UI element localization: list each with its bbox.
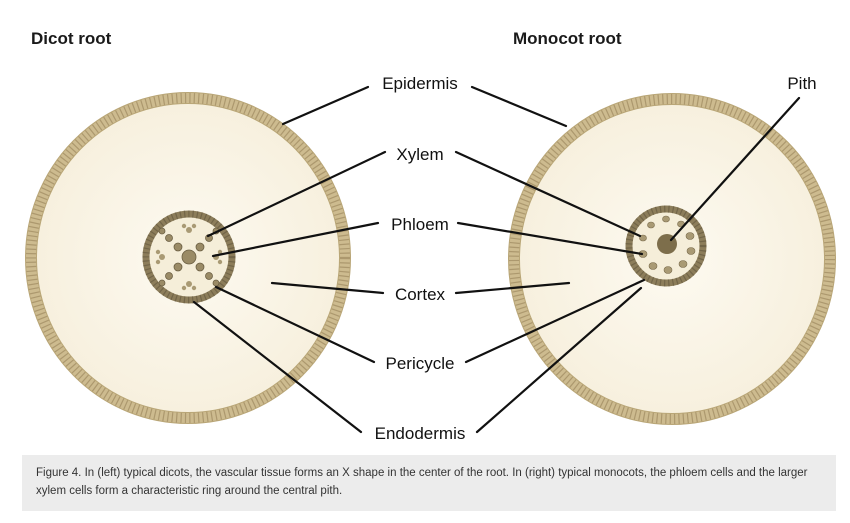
phloem-leader-left	[211, 221, 380, 258]
epidermis-leader-right	[470, 85, 568, 128]
endodermis-leader-left	[192, 300, 363, 434]
figure-caption: Figure 4. In (left) typical dicots, the …	[22, 455, 836, 511]
pericycle-leader-left	[214, 285, 376, 364]
label-pericycle: Pericycle	[386, 354, 455, 373]
monocot-stele	[625, 205, 707, 287]
monocot-xylem-phloem-ring	[638, 215, 696, 274]
label-cortex: Cortex	[395, 285, 446, 304]
pith-leader	[669, 96, 801, 242]
monocot-root	[508, 93, 836, 425]
label-epidermis: Epidermis	[382, 74, 458, 93]
xylem-leader-right	[454, 150, 642, 238]
label-xylem: Xylem	[396, 145, 443, 164]
dicot-phloem	[155, 223, 223, 291]
phloem-leader-right	[456, 221, 644, 256]
cortex-leader-left	[270, 281, 385, 295]
cortex-leader-right	[454, 281, 571, 295]
monocot-root-title: Monocot root	[513, 29, 622, 48]
endodermis-leader-right	[475, 286, 643, 434]
dicot-root	[25, 92, 351, 424]
epidermis-leader-left	[281, 85, 370, 126]
root-cross-section-diagram: Epidermis Xylem Phloem Cortex Pericycle …	[25, 74, 836, 443]
leader-lines	[192, 85, 801, 434]
dicot-stele	[142, 210, 236, 304]
label-endodermis: Endodermis	[375, 424, 466, 443]
dicot-root-title: Dicot root	[31, 29, 112, 48]
dicot-xylem-x	[158, 227, 220, 287]
pericycle-leader-right	[464, 278, 646, 364]
label-phloem: Phloem	[391, 215, 449, 234]
xylem-leader-left	[206, 150, 387, 238]
label-pith: Pith	[787, 74, 816, 93]
